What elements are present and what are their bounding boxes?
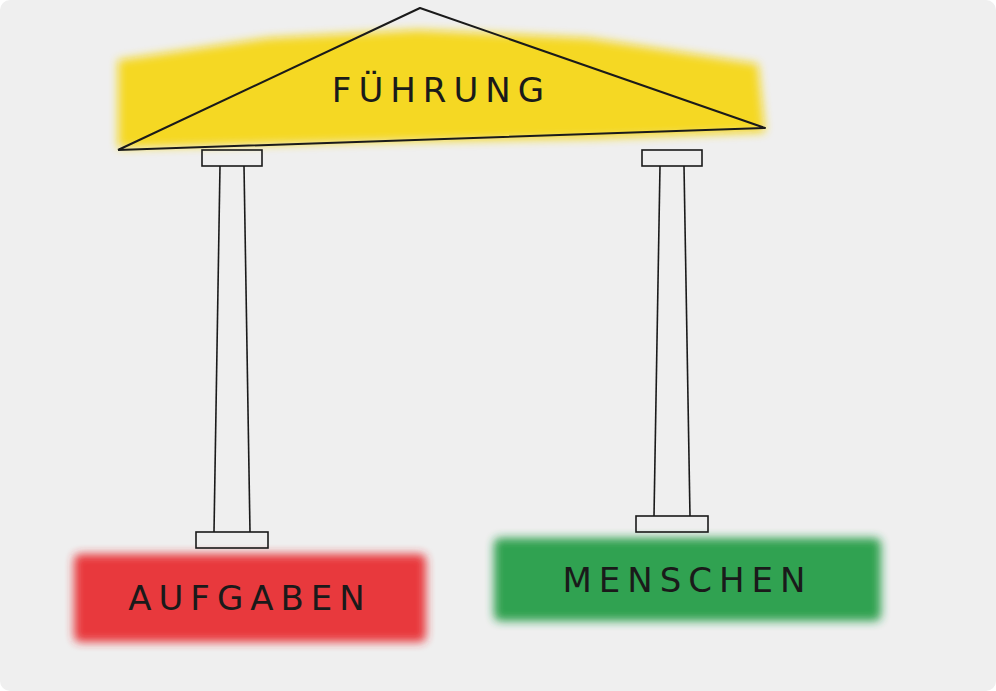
base-color xyxy=(494,538,881,621)
pillar-outline xyxy=(654,166,660,516)
roof-node: FÜHRUNG xyxy=(118,8,765,150)
pillar-outline xyxy=(214,166,220,532)
pillar-color xyxy=(642,150,702,532)
pillar-connector xyxy=(196,150,268,548)
connector-path xyxy=(232,150,233,548)
base-node: MENSCHEN xyxy=(490,532,885,627)
base-node: AUFGABEN xyxy=(70,548,430,648)
node-label: FÜHRUNG xyxy=(332,70,551,110)
pillar-connector xyxy=(636,150,708,532)
pillar-capital xyxy=(642,150,702,166)
base-color xyxy=(74,554,426,642)
pillar-outline xyxy=(684,166,690,516)
roof-outline xyxy=(118,8,765,150)
pillar-outline xyxy=(244,166,250,532)
pillar-plinth xyxy=(196,532,268,548)
pillar-color xyxy=(202,150,262,548)
pillar-plinth xyxy=(636,516,708,532)
pillar-capital xyxy=(202,150,262,166)
node-label: AUFGABEN xyxy=(128,578,372,618)
connector-path xyxy=(672,150,673,532)
node-label: MENSCHEN xyxy=(562,560,812,600)
